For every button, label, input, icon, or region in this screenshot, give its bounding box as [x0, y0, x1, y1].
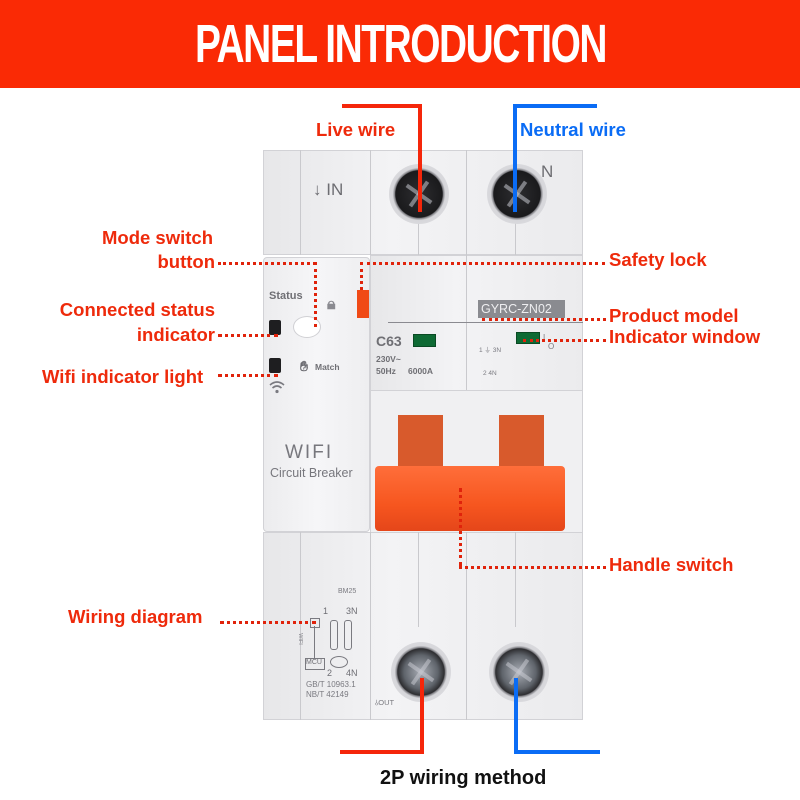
neutral-wire-top-h [513, 104, 597, 108]
safety-lock[interactable] [357, 290, 369, 318]
rating-indicator [413, 334, 436, 347]
wifi-title: WIFI [285, 442, 334, 463]
neutral-wire-bottom-v [514, 678, 518, 753]
live-wire-bottom-v [420, 678, 424, 753]
n-label: N [541, 162, 554, 181]
out-label: ⫰OUT [375, 698, 395, 707]
callout-mode-switch-2: button [157, 251, 215, 272]
leader-safety-lock-v [360, 262, 363, 290]
neutral-wire-top-v [513, 104, 517, 212]
callout-live-wire: Live wire [316, 119, 396, 140]
status-label: Status [269, 290, 303, 302]
neutral-wire-bottom-h [514, 750, 600, 754]
indicator-window [516, 332, 540, 344]
callout-handle-switch: Handle switch [609, 554, 734, 575]
handle-slot-left [398, 415, 443, 475]
model-label: GYRC-ZN02 [481, 302, 552, 316]
leader-wifi-indicator [218, 374, 278, 377]
callout-safety-lock: Safety lock [609, 249, 707, 270]
neutral-output-terminal [489, 642, 549, 702]
mini-diagram-top: 1 ⏚ 3N [479, 347, 502, 354]
live-wire-bottom-h [340, 750, 424, 754]
neutral-input-terminal [487, 164, 547, 224]
connected-status-led [269, 320, 281, 335]
wifi-indicator-led [269, 358, 281, 373]
hand-icon: ✋︎ [300, 358, 308, 374]
callout-connected-status-2: indicator [136, 324, 215, 345]
io-on-label: I [543, 333, 546, 342]
leader-wiring-diagram [220, 621, 316, 624]
wifi-subtitle: Circuit Breaker [270, 466, 353, 480]
standard-2: NB/T 42149 [306, 690, 349, 699]
mini-diagram-bottom: 2 4N [483, 370, 497, 377]
leader-indicator-window [523, 339, 606, 342]
io-off-label: O [548, 342, 555, 351]
frequency-label: 50Hz [376, 366, 396, 376]
leader-connected-status [218, 334, 278, 337]
callout-indicator-window: Indicator window [609, 326, 761, 347]
breaking-capacity-label: 6000A [408, 366, 434, 376]
voltage-label: 230V~ [376, 354, 401, 364]
callout-neutral-wire: Neutral wire [520, 119, 626, 140]
handle-switch[interactable] [375, 466, 565, 531]
title-banner: PANEL INTRODUCTION [0, 0, 800, 88]
handle-slot-right [499, 415, 544, 475]
lock-icon: 🔒︎ [327, 296, 336, 313]
caption-wiring-method: 2P wiring method [380, 767, 547, 789]
model-plate [478, 300, 565, 318]
wiring-diagram: 1 3N MCU 2 4N WIFI [296, 606, 358, 678]
page-title: PANEL INTRODUCTION [194, 14, 607, 74]
live-wire-top-v [418, 104, 422, 212]
callout-connected-status-1: Connected status [59, 299, 215, 320]
wifi-icon [269, 380, 285, 397]
in-label: ↓ IN [313, 180, 344, 199]
callout-product-model: Product model [609, 305, 739, 326]
bm-label: BM25 [338, 588, 357, 595]
wifi-circuit-breaker: ↓ IN N Status 🔒︎ ✋︎ Match WIFI Circuit B… [263, 150, 583, 720]
live-wire-top-h [342, 104, 422, 108]
standard-1: GB/T 10963.1 [306, 680, 356, 689]
callout-wiring-diagram: Wiring diagram [68, 606, 203, 627]
leader-handle-switch-v [459, 488, 462, 566]
callout-mode-switch-1: Mode switch [101, 227, 213, 248]
callout-wifi-indicator: Wifi indicator light [42, 366, 204, 387]
match-label: Match [315, 362, 340, 372]
leader-mode-switch-h [218, 262, 316, 265]
breaker-face [370, 255, 583, 405]
leader-mode-switch-v [314, 262, 317, 327]
leader-handle-switch-h [459, 566, 606, 569]
leader-product-model [482, 318, 606, 321]
leader-safety-lock [360, 262, 605, 265]
rating-label: C63 [376, 333, 402, 349]
